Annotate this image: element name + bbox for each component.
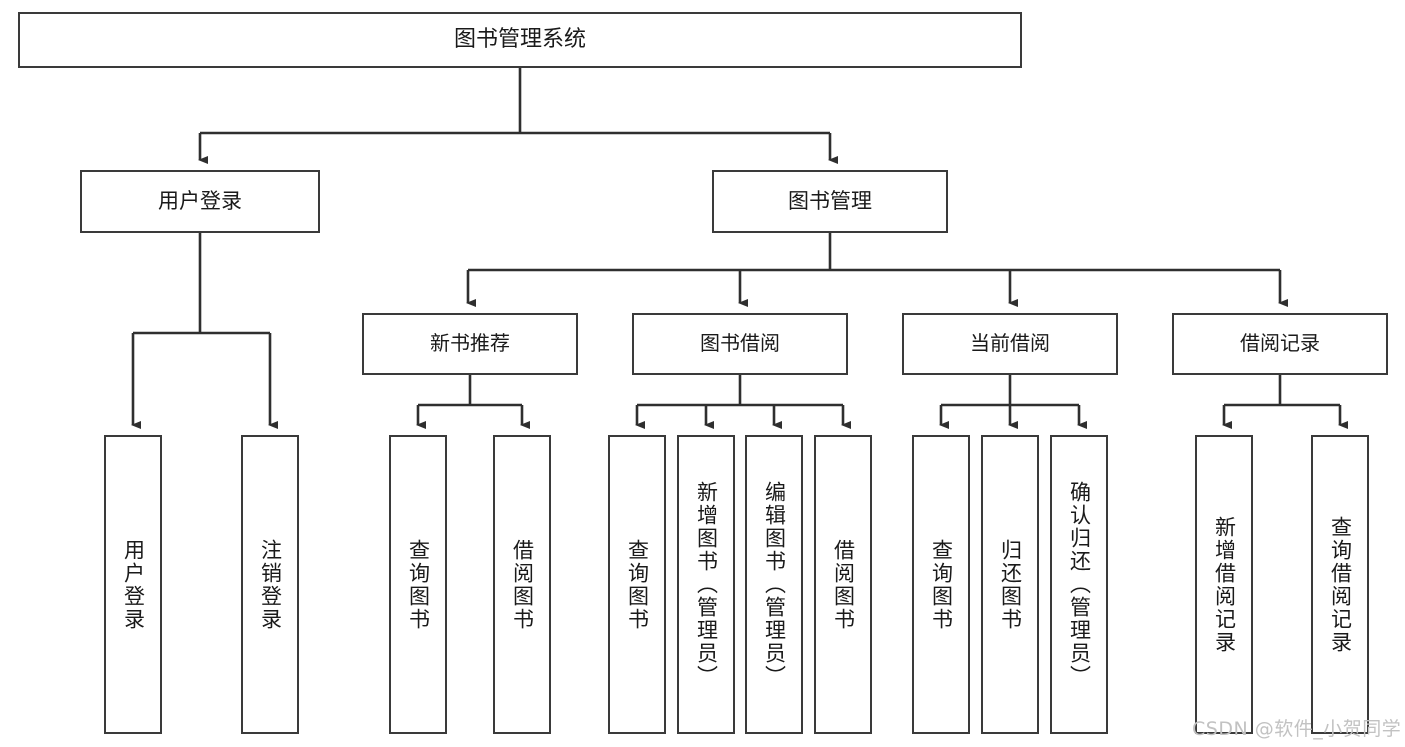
node-book-borrow[interactable]: 图书借阅: [632, 313, 848, 375]
node-label: 归还图书: [998, 538, 1023, 631]
node-label: 查询图书: [406, 538, 431, 631]
leaf-user-logout[interactable]: 注销登录: [241, 435, 299, 734]
node-borrow-record[interactable]: 借阅记录: [1172, 313, 1388, 375]
node-label: 借阅记录: [1240, 331, 1320, 356]
node-label: 当前借阅: [970, 331, 1050, 356]
leaf-borrow-borrow-book[interactable]: 借阅图书: [814, 435, 872, 734]
node-label: 用户登录: [158, 189, 242, 214]
node-book-management[interactable]: 图书管理: [712, 170, 948, 233]
leaf-borrow-add-book[interactable]: 新增图书（管理员）: [677, 435, 735, 734]
node-current-borrow[interactable]: 当前借阅: [902, 313, 1118, 375]
node-label: 图书借阅: [700, 331, 780, 356]
node-new-book-recommend[interactable]: 新书推荐: [362, 313, 578, 375]
node-label: 新增图书（管理员）: [694, 481, 719, 688]
node-label: 注销登录: [258, 538, 283, 631]
node-label: 图书管理系统: [453, 27, 586, 53]
leaf-current-confirm-return[interactable]: 确认归还（管理员）: [1050, 435, 1108, 734]
node-label: 查询图书: [625, 538, 650, 631]
leaf-borrow-edit-book[interactable]: 编辑图书（管理员）: [745, 435, 803, 734]
csdn-watermark: CSDN @软件_小贺同学: [1192, 718, 1402, 740]
node-label: 编辑图书（管理员）: [762, 481, 787, 688]
leaf-borrow-query-book[interactable]: 查询图书: [608, 435, 666, 734]
leaf-record-query-record[interactable]: 查询借阅记录: [1311, 435, 1369, 734]
node-label: 图书管理: [788, 189, 872, 214]
node-user-login[interactable]: 用户登录: [80, 170, 320, 233]
leaf-recommend-borrow-book[interactable]: 借阅图书: [493, 435, 551, 734]
node-label: 借阅图书: [831, 538, 856, 631]
node-root-system[interactable]: 图书管理系统: [18, 12, 1022, 68]
leaf-recommend-query-book[interactable]: 查询图书: [389, 435, 447, 734]
leaf-record-add-record[interactable]: 新增借阅记录: [1195, 435, 1253, 734]
node-label: 借阅图书: [510, 538, 535, 631]
leaf-current-return-book[interactable]: 归还图书: [981, 435, 1039, 734]
node-label: 确认归还（管理员）: [1067, 481, 1092, 688]
node-label: 用户登录: [121, 538, 146, 631]
node-label: 新增借阅记录: [1212, 515, 1237, 654]
node-label: 查询借阅记录: [1328, 515, 1353, 654]
node-label: 新书推荐: [430, 331, 510, 356]
node-label: 查询图书: [929, 538, 954, 631]
leaf-current-query-book[interactable]: 查询图书: [912, 435, 970, 734]
leaf-user-login[interactable]: 用户登录: [104, 435, 162, 734]
